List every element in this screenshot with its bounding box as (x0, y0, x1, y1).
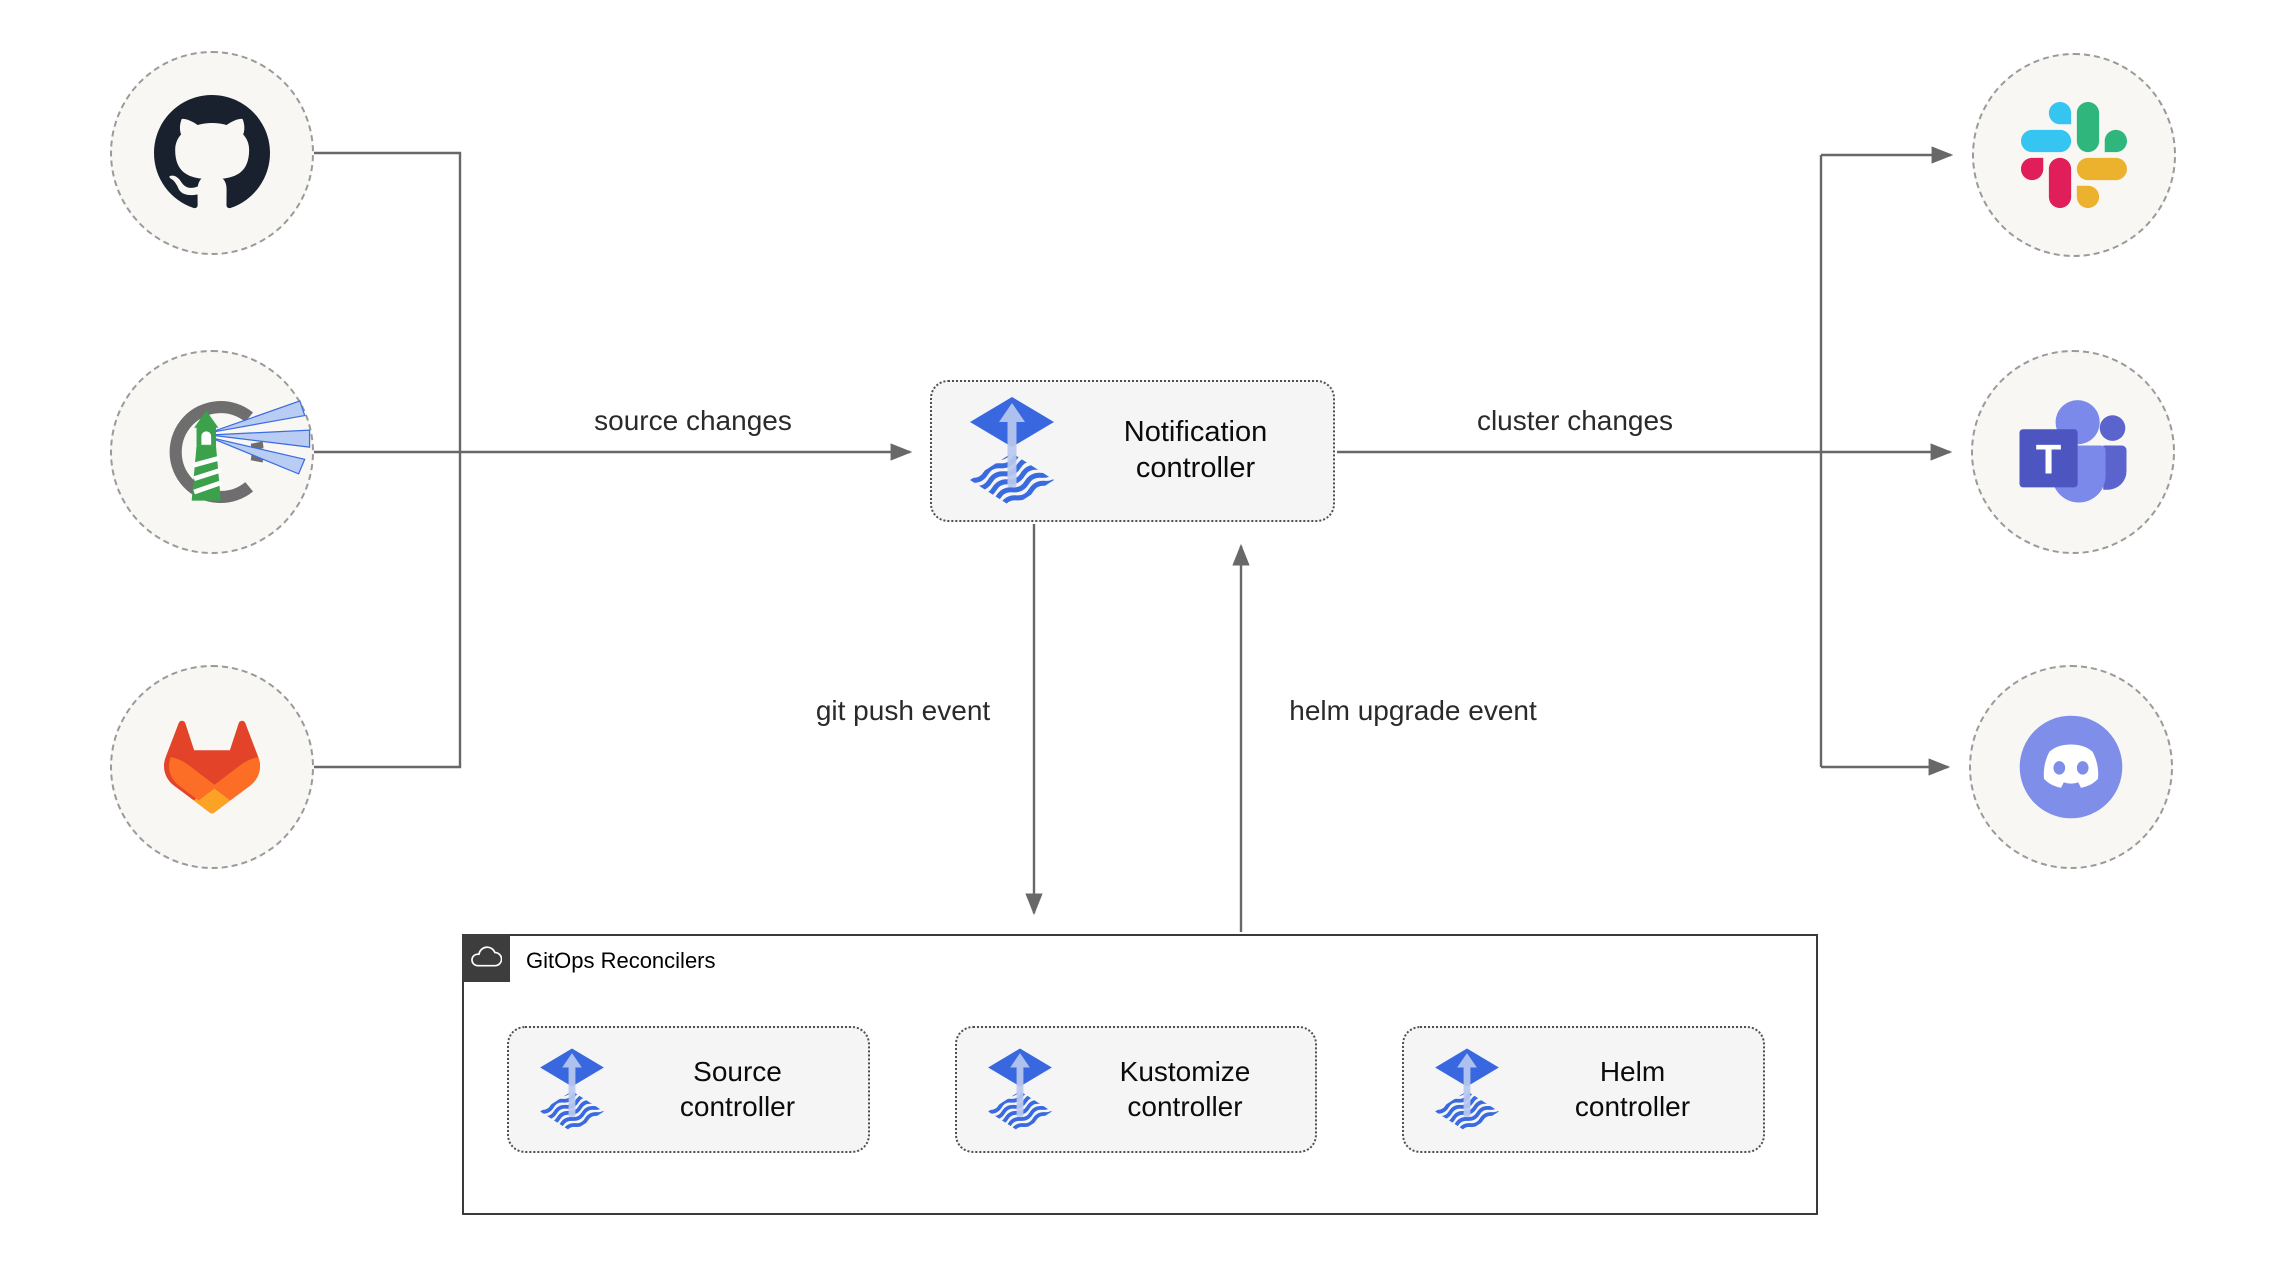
github-node (110, 51, 314, 255)
harbor-node (110, 350, 314, 554)
microsoft-teams-icon: T (2019, 399, 2127, 503)
flux-icon (966, 395, 1058, 507)
slack-node (1972, 53, 2176, 257)
flux-icon (537, 1047, 607, 1132)
discord-node (1969, 665, 2173, 869)
kustomize-controller-box: Kustomize controller (955, 1026, 1317, 1153)
cloud-icon (471, 946, 502, 967)
notification-controller-box: Notification controller (930, 380, 1335, 522)
source-controller-label: Source controller (679, 1055, 796, 1122)
github-icon (154, 95, 270, 209)
kustomize-controller-label: Kustomize controller (1119, 1055, 1251, 1122)
flux-icon (1432, 1047, 1502, 1132)
gitlab-icon (163, 720, 261, 814)
notification-controller-label: Notification controller (1123, 416, 1268, 484)
gitlab-node (110, 665, 314, 869)
source-changes-label: source changes (594, 405, 792, 436)
discord-icon (2019, 715, 2123, 819)
slack-icon (2021, 102, 2127, 208)
source-controller-box: Source controller (507, 1026, 870, 1153)
helm-upgrade-event-label: helm upgrade event (1289, 695, 1537, 726)
helm-controller-box: Helm controller (1402, 1026, 1765, 1153)
helm-controller-label: Helm controller (1574, 1055, 1691, 1122)
gitops-reconcilers-title: GitOps Reconcilers (526, 948, 716, 973)
harbor-icon (169, 400, 311, 503)
git-push-event-label: git push event (815, 695, 991, 726)
flux-icon (985, 1047, 1055, 1132)
teams-node: T (1971, 350, 2175, 554)
teams-monogram: T (2036, 435, 2062, 482)
cluster-changes-label: cluster changes (1476, 405, 1674, 436)
container-badge (462, 934, 510, 982)
